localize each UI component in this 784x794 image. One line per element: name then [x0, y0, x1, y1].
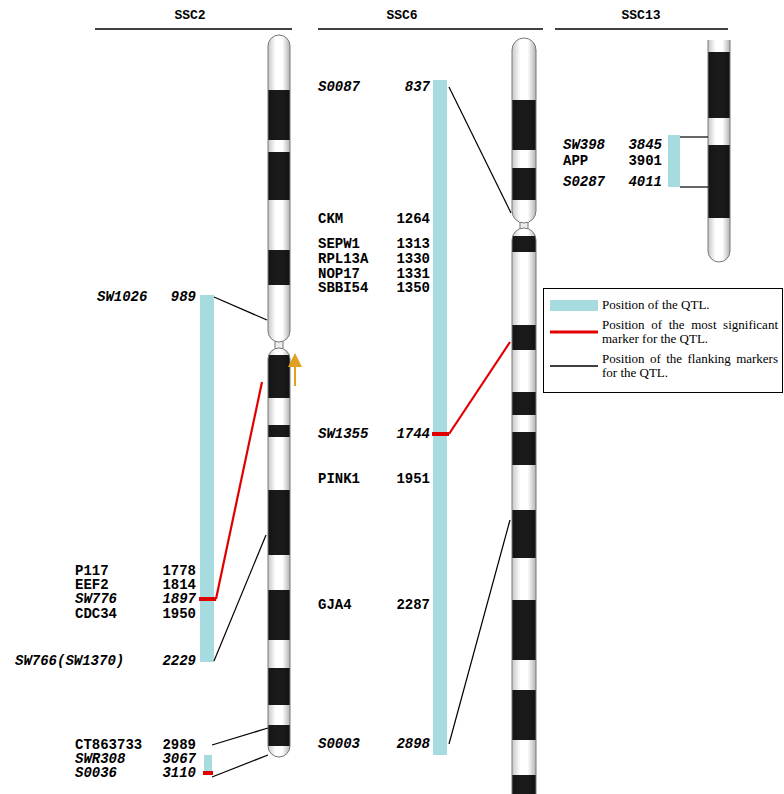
marker-name: SW766(SW1370)	[15, 653, 124, 669]
legend-text: Position of the flanking markers for the…	[602, 352, 778, 380]
marker-position: 4011	[628, 174, 662, 190]
chromosome-header: SSC2	[174, 8, 205, 24]
marker-name: NOP17	[318, 266, 360, 282]
legend-swatch	[550, 300, 598, 311]
marker-position: 3901	[628, 153, 662, 169]
marker-position: 2898	[396, 736, 430, 752]
marker-name: GJA4	[318, 597, 352, 613]
marker-name: S0287	[563, 174, 605, 190]
marker-position: 1897	[162, 591, 196, 607]
chromosome-header: SSC13	[621, 8, 660, 24]
legend-entry: Position of the flanking markers for the…	[550, 352, 778, 380]
legend-text: Position of the most significant marker …	[602, 318, 778, 346]
qtl-bar	[200, 295, 214, 662]
marker-position: 2287	[396, 597, 430, 613]
legend-line-sample	[550, 329, 598, 335]
qtl-bar	[204, 755, 212, 772]
chromosome-ideogram	[268, 35, 290, 757]
marker-name: SW398	[563, 137, 605, 153]
chromosome-ideogram	[512, 38, 536, 794]
chromosome-outline	[268, 348, 290, 757]
marker-name: SW1026	[97, 289, 147, 305]
marker-name: SBBI54	[318, 280, 368, 296]
leader-line	[212, 755, 268, 777]
marker-name: CT863733	[75, 737, 142, 753]
chromosome-outline	[512, 38, 536, 223]
marker-position: 1950	[162, 606, 196, 622]
marker-name: P117	[75, 563, 109, 579]
leader-line	[449, 87, 511, 213]
marker-position: 1264	[396, 211, 430, 227]
marker-position: 837	[405, 79, 430, 95]
legend-text: Position of the QTL.	[602, 298, 778, 312]
marker-name: PINK1	[318, 471, 360, 487]
marker-name: SW1355	[318, 426, 368, 442]
leader-line	[214, 535, 266, 661]
legend-line-sample	[550, 363, 598, 369]
marker-position: 1350	[396, 280, 430, 296]
leader-line	[449, 342, 510, 434]
chromosome-outline	[268, 35, 290, 342]
marker-position: 989	[171, 289, 196, 305]
leader-line	[680, 186, 708, 187]
significant-marker	[199, 597, 216, 601]
legend-entry: Position of the QTL.	[550, 298, 778, 312]
qtl-bar	[668, 135, 680, 187]
marker-position: 3067	[162, 751, 196, 767]
header-rule	[95, 28, 292, 29]
leader-line	[680, 136, 708, 137]
marker-position: 1951	[396, 471, 430, 487]
marker-name: EEF2	[75, 577, 109, 593]
chromosome-outline	[512, 228, 536, 794]
chromosome-ideogram	[708, 20, 730, 262]
marker-name: CKM	[318, 211, 343, 227]
marker-position: 1778	[162, 563, 196, 579]
legend-box: Position of the QTL. Position of the most…	[543, 288, 783, 393]
marker-name: RPL13A	[318, 251, 368, 267]
marker-position: 1313	[396, 236, 430, 252]
marker-position: 1331	[396, 266, 430, 282]
leader-line	[449, 520, 510, 744]
marker-name: APP	[563, 153, 588, 169]
marker-position: 1330	[396, 251, 430, 267]
marker-position: 3845	[628, 137, 662, 153]
marker-position: 2229	[162, 653, 196, 669]
marker-position: 1814	[162, 577, 196, 593]
marker-name: SWR308	[75, 751, 125, 767]
significant-marker	[432, 432, 449, 436]
header-rule	[555, 28, 728, 29]
marker-name: S0003	[318, 736, 360, 752]
qtl-bar	[433, 80, 447, 755]
chromosome-outline	[708, 40, 730, 262]
legend-entry: Position of the most significant marker …	[550, 318, 778, 346]
marker-position: 2989	[162, 737, 196, 753]
marker-name: SEPW1	[318, 236, 360, 252]
marker-name: CDC34	[75, 606, 117, 622]
marker-name: S0087	[318, 79, 360, 95]
marker-name: SW776	[75, 591, 117, 607]
significant-marker	[203, 771, 213, 775]
leader-line	[216, 382, 262, 599]
direction-arrow	[294, 360, 296, 386]
marker-position: 3110	[162, 765, 196, 781]
leader-line	[212, 728, 268, 745]
leader-line	[214, 297, 267, 320]
marker-name: S0036	[75, 765, 117, 781]
chromosome-header: SSC6	[386, 8, 417, 24]
marker-position: 1744	[396, 426, 430, 442]
header-rule	[318, 28, 543, 29]
